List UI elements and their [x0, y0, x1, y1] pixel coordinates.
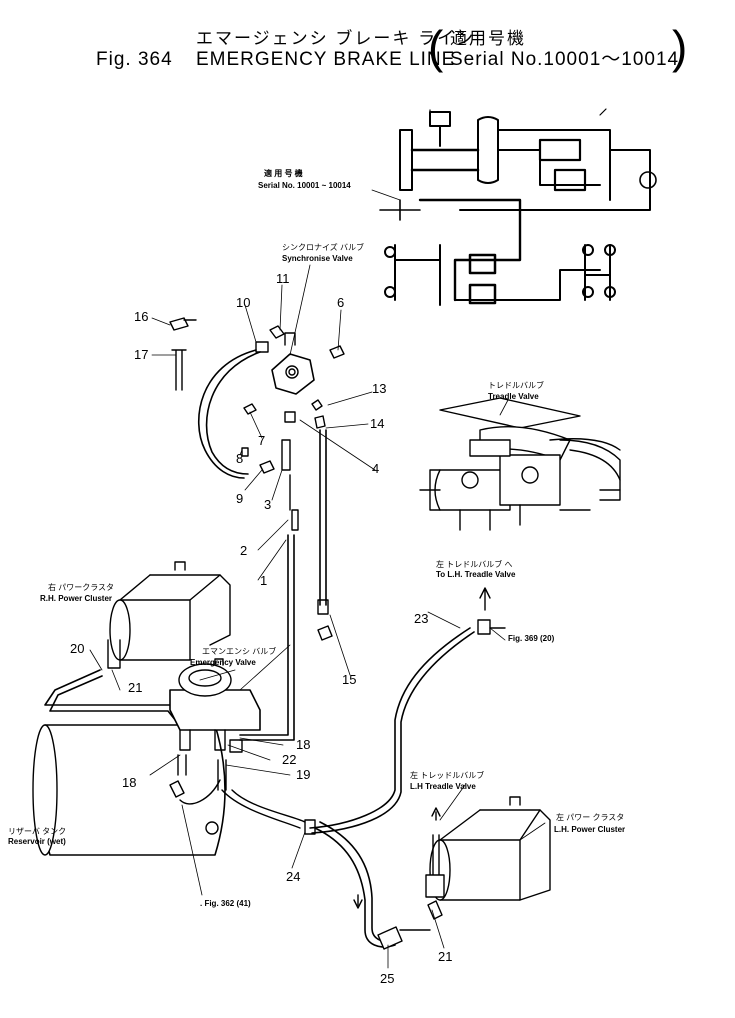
label-reservoir-jp: リザーバ タンク [8, 827, 67, 836]
label-lh-power-cluster-jp: 左 パワー クラスタ [556, 813, 625, 822]
label-treadle-en: Treadle Valve [488, 392, 539, 401]
callout-11: 11 [276, 271, 290, 286]
treadle-valve [419, 397, 621, 531]
label-lh-power-cluster-en: L.H. Power Cluster [554, 825, 626, 834]
callout-15: 15 [342, 672, 357, 687]
lh-power-cluster [429, 796, 551, 901]
callout-7: 7 [258, 433, 266, 448]
callout-21-lh: 21 [438, 949, 453, 964]
callout-8: 8 [236, 451, 244, 466]
callout-2: 2 [240, 543, 248, 558]
label-serial-jp: 適 用 号 機 [264, 169, 303, 178]
callout-9: 9 [236, 491, 244, 506]
label-emergency-valve-en: Emergency Valve [190, 658, 256, 667]
callout-21-rh: 21 [128, 680, 143, 695]
emergency-valve [169, 658, 261, 753]
callout-23: 23 [414, 611, 429, 626]
label-to-lh-en: To L.H. Treadle Valve [436, 570, 516, 579]
label-emergency-valve-jp: エマンエンシ バルブ [202, 647, 277, 656]
callout-4: 4 [372, 461, 380, 476]
label-to-lh-jp: 左 トレドルバルブ へ [436, 560, 513, 569]
callout-17: 17 [134, 347, 149, 362]
label-lh-treadle-jp: 左 トレッドルバルブ [410, 771, 485, 780]
inset-schematic [379, 108, 657, 306]
label-fig369: Fig. 369 (20) [508, 634, 555, 643]
label-fig362: . Fig. 362 (41) [200, 899, 251, 908]
title-bracket-right: ) [672, 21, 688, 73]
label-sync-en: Synchronise Valve [282, 254, 353, 263]
callout-14: 14 [370, 416, 385, 431]
callout-20: 20 [70, 641, 85, 656]
label-serial-en: Serial No. 10001 ~ 10014 [258, 181, 351, 190]
title-serial: Serial No.10001～10014 [450, 49, 680, 70]
label-treadle-jp: トレドルバルブ [488, 381, 544, 390]
callout-18-left: 18 [122, 775, 137, 790]
callout-18-right: 18 [296, 737, 311, 752]
title-english: EMERGENCY BRAKE LINE [196, 49, 456, 70]
callout-16: 16 [134, 309, 149, 324]
title-bracket-left: ( [428, 21, 444, 73]
rh-power-cluster [107, 561, 231, 669]
callout-3: 3 [264, 497, 272, 512]
label-rh-power-cluster-en: R.H. Power Cluster [40, 594, 113, 603]
callout-22: 22 [282, 752, 297, 767]
label-sync-jp: シンクロナイズ バルブ [282, 243, 364, 252]
label-reservoir-en: Reservoir (wet) [8, 837, 66, 846]
callout-1: 1 [260, 573, 268, 588]
callout-6: 6 [337, 295, 345, 310]
figure-number: Fig. 364 [96, 49, 173, 70]
callout-19: 19 [296, 767, 311, 782]
callout-10: 10 [236, 295, 251, 310]
title-japanese-serial: 適用号機 [450, 29, 526, 48]
callout-25: 25 [380, 971, 395, 986]
callout-13: 13 [372, 381, 387, 396]
title-japanese: エマージェンシ ブレーキ ライン [196, 29, 476, 48]
label-rh-power-cluster-jp: 右 パワークラスタ [48, 583, 115, 592]
synchronise-valve [169, 317, 345, 474]
callout-24: 24 [286, 869, 301, 884]
label-lh-treadle-en: L.H Treadle Valve [410, 782, 476, 791]
